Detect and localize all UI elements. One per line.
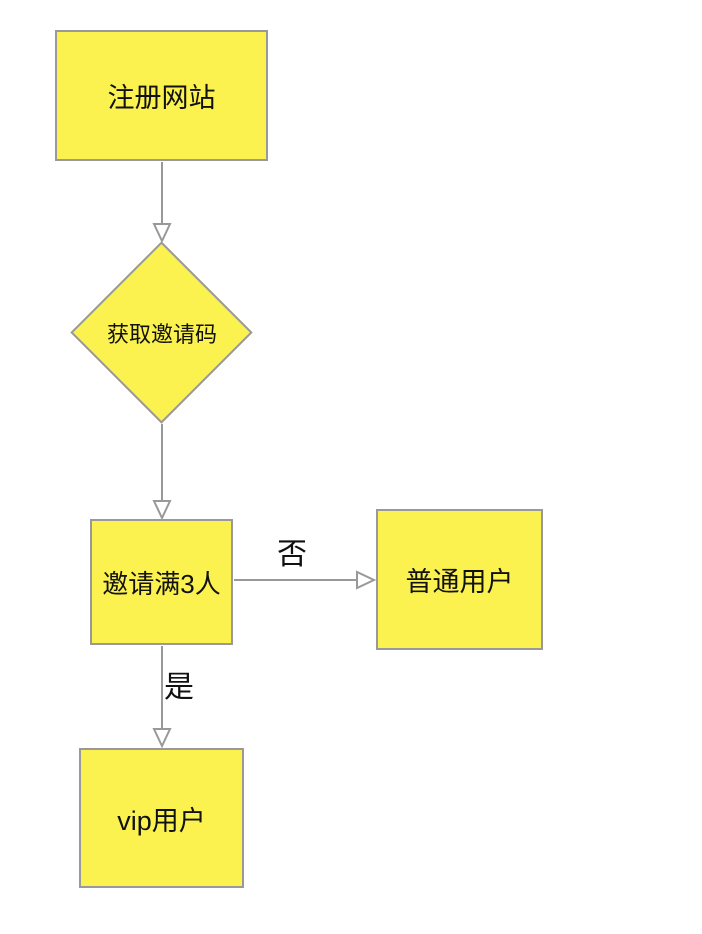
edge-label-yes: 是 [164,671,194,704]
edge-label-no: 否 [277,538,307,571]
arrowhead-down-icon [152,500,172,521]
arrowhead-down-icon [152,223,172,244]
node-invite-3-people[interactable]: 邀请满3人 [90,519,233,645]
node-normal-user[interactable]: 普通用户 [376,509,543,650]
node-vip-user[interactable]: vip用户 [79,748,244,888]
node-normal-user-label: 普通用户 [405,567,514,597]
edge-invite3-to-normal-user [234,570,377,590]
node-get-invite-code-label: 获取邀请码 [106,322,217,347]
node-invite-3-people-label: 邀请满3人 [102,568,221,599]
arrowhead-down-icon [152,728,172,749]
node-register-website[interactable]: 注册网站 [55,30,268,161]
node-vip-user-label: vip用户 [117,805,206,836]
edge-register-to-invite-code [152,162,172,244]
node-register-website-label: 注册网站 [107,83,216,113]
arrowhead-right-icon [356,570,377,590]
edge-invite-code-to-invite3 [152,424,172,521]
